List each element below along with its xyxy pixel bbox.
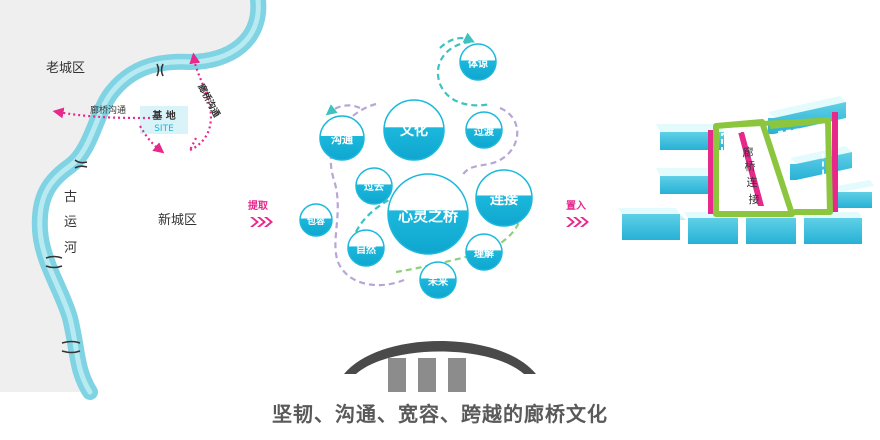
corridor-label: 廊桥沟通 — [90, 104, 126, 116]
block-bottom-4 — [800, 212, 862, 244]
implant-arrow: 置入 — [566, 200, 589, 227]
site-block — [140, 106, 188, 134]
cloud-path-right — [461, 106, 519, 177]
extract-chevrons — [250, 217, 273, 227]
concept-culture: 文化 — [400, 122, 428, 139]
concept-bubble-future: 未来 — [419, 261, 457, 299]
site-map: 老城区 新城区 古 运 河 基 地 SITE 廊桥沟通 廊桥沟通 — [0, 0, 267, 400]
old-city-ground — [0, 0, 259, 392]
site-label-cn: 基 地 — [151, 109, 175, 122]
block-left-mid — [656, 168, 714, 194]
block-right-low — [836, 180, 874, 208]
block-right-mid — [790, 146, 852, 180]
structure-char-4: 接 — [749, 193, 760, 206]
corridor-dashes — [721, 124, 825, 209]
bridge-pillar-3 — [448, 358, 466, 392]
old-city-label: 老城区 — [46, 61, 85, 76]
structure-char-2: 桥 — [745, 160, 756, 173]
pink-wall-diag — [738, 132, 764, 206]
concept-center: 心灵之桥 — [398, 207, 459, 225]
extract-label: 提取 — [248, 199, 269, 212]
concept-bubble-past: 过去 — [355, 167, 393, 205]
river-char-1: 古 — [64, 190, 77, 205]
new-city-label: 新城区 — [158, 212, 197, 228]
bridge-pillar-1 — [388, 358, 406, 392]
concept-future: 未来 — [427, 275, 449, 288]
cloud-path-top — [436, 40, 491, 107]
concept-bubble-culture: 文化 — [383, 99, 445, 161]
concept-nature: 自然 — [356, 243, 376, 256]
concept-bubble-empathy: 体谅 — [459, 43, 497, 81]
concept-bubble-connect: 连接 — [475, 169, 533, 227]
bridge-marker-4 — [61, 340, 81, 354]
bridge-pillar-2 — [418, 358, 436, 392]
pink-wall-right — [832, 112, 838, 212]
cloud-path-top-arrow — [439, 32, 475, 49]
concept-past: 过去 — [364, 180, 384, 193]
structure-char-3: 连 — [747, 176, 758, 189]
block-bottom-2 — [684, 212, 738, 244]
implant-chevrons — [566, 217, 589, 227]
corridor-arrow-down — [139, 125, 165, 154]
bridge-structure: 廊 桥 连 接 — [618, 96, 874, 244]
bridge-marker-2 — [74, 159, 88, 169]
river-char-3: 河 — [64, 241, 77, 256]
concept-bubble-nature: 自然 — [347, 229, 385, 267]
concept-transition: 过渡 — [474, 125, 495, 138]
concept-cloud: 文化 沟通 过渡 连接 过去 体谅 包容 自然 — [299, 32, 533, 299]
bridge-arch — [344, 341, 536, 374]
concept-tolerance: 包容 — [306, 215, 325, 227]
structure-char-1: 廊 — [743, 145, 754, 159]
caption: 坚韧、沟通、宽容、跨越的廊桥文化 — [272, 402, 608, 426]
cloud-path-left-top — [325, 104, 361, 116]
concept-empathy: 体谅 — [468, 57, 488, 70]
concept-communicate: 沟通 — [331, 132, 353, 146]
concept-understand: 理解 — [474, 247, 494, 260]
concept-bubble-communicate: 沟通 — [319, 115, 365, 161]
green-top-connector — [715, 117, 829, 129]
implant-label: 置入 — [566, 200, 586, 212]
extract-arrow: 提取 — [248, 199, 273, 227]
bridge-icon — [344, 341, 536, 392]
concept-bubble-center: 心灵之桥 — [387, 173, 469, 255]
pink-wall-left — [708, 130, 714, 214]
concept-bubble-tolerance: 包容 — [299, 203, 333, 237]
bridge-marker-1 — [156, 63, 164, 77]
bridge-marker-3 — [45, 255, 63, 269]
site-label-en: SITE — [154, 124, 174, 134]
concept-bubble-transition: 过渡 — [465, 111, 503, 149]
bridge-label: 廊桥沟通 — [195, 82, 223, 119]
river-char-2: 运 — [64, 215, 77, 230]
concept-connect: 连接 — [490, 191, 518, 208]
cloud-path-mid — [355, 197, 393, 233]
concept-bubble-understand: 理解 — [465, 233, 503, 271]
block-bottom-1 — [618, 208, 686, 240]
bridge-arrow-start — [189, 137, 197, 151]
